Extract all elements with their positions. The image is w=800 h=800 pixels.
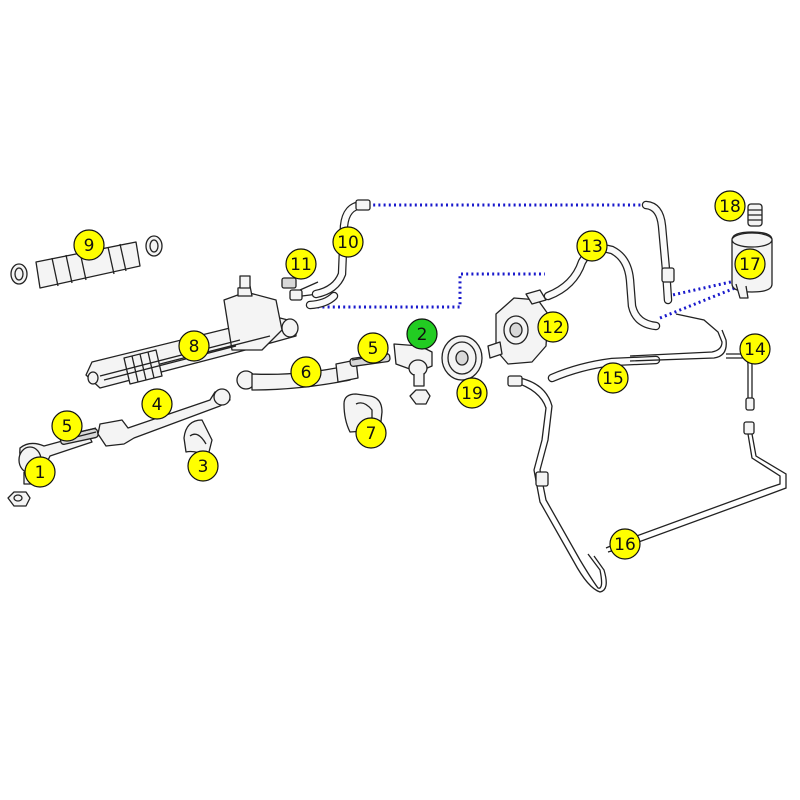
callout-circle[interactable] <box>290 356 322 388</box>
callout-circle[interactable] <box>187 450 219 482</box>
callout-label: 13 <box>581 237 603 257</box>
callout-7[interactable]: 7 <box>355 417 387 449</box>
callout-11[interactable]: 11 <box>285 248 317 280</box>
callout-label: 15 <box>602 369 624 389</box>
callout-2[interactable]: 2 <box>406 318 438 350</box>
dotted-link-line <box>312 272 545 309</box>
callout-label: 10 <box>337 233 359 253</box>
callout-9[interactable]: 9 <box>73 229 105 261</box>
callout-19[interactable]: 19 <box>456 377 488 409</box>
callout-circle[interactable] <box>456 377 488 409</box>
part-ball-joint[interactable] <box>393 343 433 405</box>
part-tie-rod[interactable] <box>97 388 231 447</box>
callout-circle[interactable] <box>597 362 629 394</box>
part-feed-hose[interactable] <box>547 313 727 383</box>
callout-8[interactable]: 8 <box>178 330 210 362</box>
callout-10[interactable]: 10 <box>332 226 364 258</box>
callout-label: 5 <box>368 339 379 359</box>
callout-13[interactable]: 13 <box>576 230 608 262</box>
callout-label: 17 <box>739 255 761 275</box>
callout-label: 1 <box>35 463 46 483</box>
callout-14[interactable]: 14 <box>739 333 771 365</box>
callout-circle[interactable] <box>576 230 608 262</box>
callout-circle[interactable] <box>357 332 389 364</box>
callout-circle[interactable] <box>355 417 387 449</box>
callout-label: 19 <box>461 384 483 404</box>
callout-circle[interactable] <box>24 456 56 488</box>
callout-3[interactable]: 3 <box>187 450 219 482</box>
callout-5[interactable]: 5 <box>357 332 389 364</box>
callout-label: 3 <box>198 457 209 477</box>
callout-circle[interactable] <box>406 318 438 350</box>
callout-circle[interactable] <box>285 248 317 280</box>
callout-circle[interactable] <box>714 190 746 222</box>
callout-5[interactable]: 5 <box>51 410 83 442</box>
callout-4[interactable]: 4 <box>141 388 173 420</box>
callout-17[interactable]: 17 <box>734 248 766 280</box>
part-reservoir-filter[interactable] <box>747 203 763 227</box>
dotted-links <box>312 203 736 320</box>
callout-label: 9 <box>84 236 95 256</box>
callout-18[interactable]: 18 <box>714 190 746 222</box>
part-clamp[interactable] <box>183 419 213 457</box>
callout-circle[interactable] <box>51 410 83 442</box>
part-banjo-bolts[interactable] <box>281 277 319 301</box>
callout-circle[interactable] <box>73 229 105 261</box>
callout-label: 18 <box>719 197 741 217</box>
callout-label: 8 <box>189 337 200 357</box>
callout-6[interactable]: 6 <box>290 356 322 388</box>
callout-label: 11 <box>290 255 312 275</box>
callout-circle[interactable] <box>734 248 766 280</box>
callout-circle[interactable] <box>332 226 364 258</box>
callout-circle[interactable] <box>739 333 771 365</box>
callout-label: 4 <box>152 395 163 415</box>
callout-16[interactable]: 16 <box>609 528 641 560</box>
part-power-steering-pump[interactable] <box>487 289 549 365</box>
dotted-link-line <box>667 279 736 298</box>
callout-circle[interactable] <box>141 388 173 420</box>
callout-label: 16 <box>614 535 636 555</box>
callout-label: 2 <box>417 325 428 345</box>
callout-1[interactable]: 1 <box>24 456 56 488</box>
callout-label: 12 <box>542 318 564 338</box>
callout-label: 5 <box>62 417 73 437</box>
part-pump-pulley[interactable] <box>441 335 483 381</box>
callout-label: 7 <box>366 424 377 444</box>
callout-label: 14 <box>744 340 766 360</box>
callout-15[interactable]: 15 <box>597 362 629 394</box>
part-return-hose[interactable] <box>543 244 661 331</box>
callout-12[interactable]: 12 <box>537 311 569 343</box>
callout-circle[interactable] <box>609 528 641 560</box>
callout-label: 6 <box>301 363 312 383</box>
part-cooler-loop[interactable] <box>507 375 787 593</box>
callout-circle[interactable] <box>178 330 210 362</box>
callout-circle[interactable] <box>537 311 569 343</box>
part-pressure-line-upper[interactable] <box>641 200 675 305</box>
